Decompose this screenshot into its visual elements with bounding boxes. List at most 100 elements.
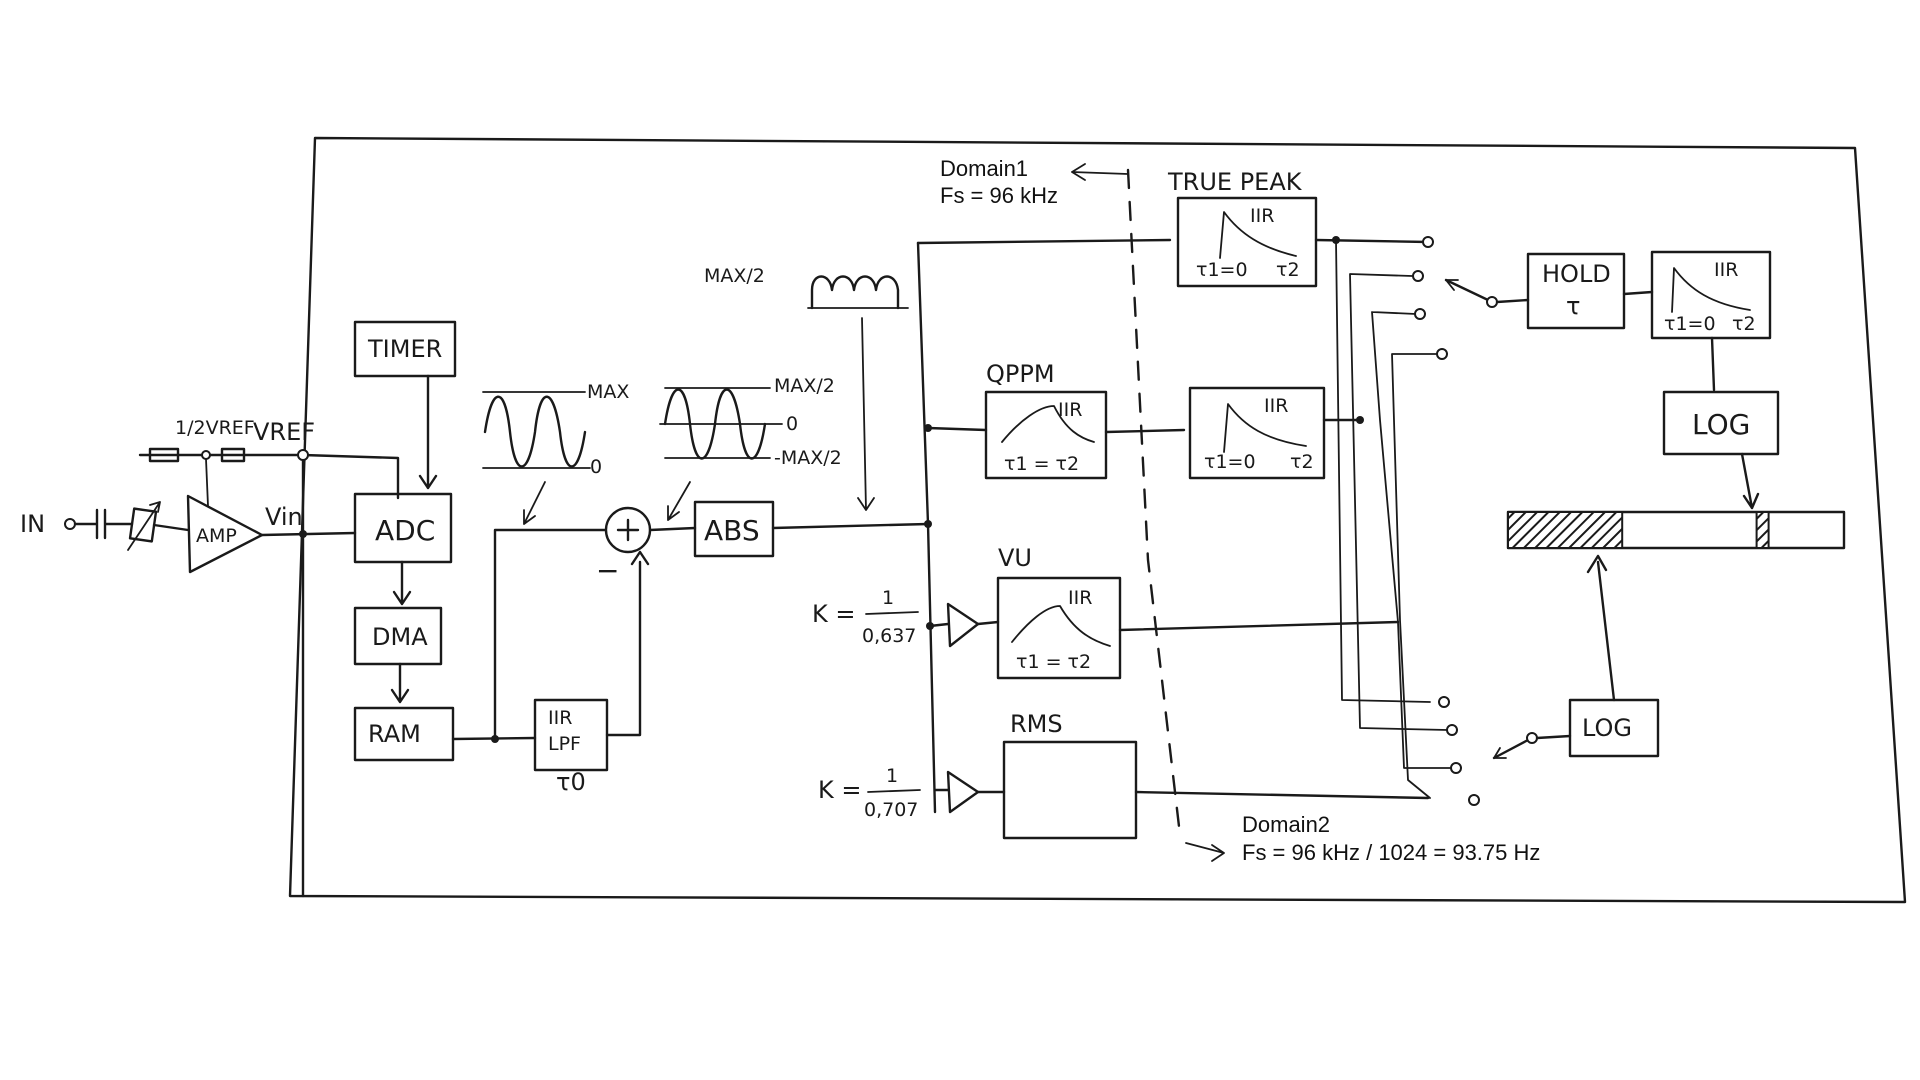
hold-block	[1526, 252, 1626, 330]
sel-bottom-terminal-3	[1450, 762, 1462, 774]
wave1-arrow	[523, 481, 546, 525]
amp-output-wire	[260, 531, 357, 537]
sel-top-common-terminal	[1486, 296, 1498, 308]
sel-top-terminal-4	[1436, 348, 1448, 360]
log-peak-to-meter-arrow	[1740, 452, 1760, 510]
route-vu	[1371, 311, 1451, 769]
log-level-label: LOG	[1582, 714, 1632, 742]
qppm-block	[984, 390, 1108, 480]
qppm-peak-output-node	[1356, 416, 1364, 424]
vu-title: VU	[998, 544, 1032, 572]
domain2-fs: Fs = 96 kHz / 1024 = 93.75 Hz	[1242, 840, 1540, 865]
domain1-fs: Fs = 96 kHz	[940, 183, 1058, 208]
k-vu-fraction-bar	[865, 611, 919, 615]
hold-iir-tau2-label: τ2	[1732, 313, 1756, 335]
adc-to-dma-arrow	[392, 560, 412, 606]
bus-to-truepeak-wire	[916, 238, 1172, 245]
wave3-rectified	[810, 275, 900, 310]
rms-gain-triangle	[946, 770, 980, 814]
input-label: IN	[20, 510, 45, 538]
k-vu-denominator: 0,637	[862, 625, 916, 647]
wave1-zero-label: 0	[590, 456, 602, 478]
sel-bottom-common-terminal	[1526, 732, 1538, 744]
true-peak-tau1-label: τ1=0	[1196, 259, 1248, 281]
qppm-output-wire	[1104, 428, 1186, 434]
vref-mid-node	[201, 450, 211, 460]
adc-label: ADC	[375, 514, 435, 547]
wave1-max-label: MAX	[587, 381, 629, 403]
wave1-sine	[483, 395, 587, 468]
vref-bias-wire	[205, 458, 209, 507]
hold-iir-curve	[1671, 267, 1751, 313]
qppm-peak-tau1-label: τ1=0	[1204, 451, 1256, 473]
wave3-max-half-label: MAX/2	[704, 265, 765, 287]
vref-label: VREF	[253, 418, 315, 446]
vref-node	[297, 449, 309, 461]
k-rms-denominator: 0,707	[864, 799, 918, 821]
domain2-arrow	[1185, 842, 1225, 862]
qppm-title: QPPM	[986, 360, 1055, 388]
tau0-label: τ0	[556, 768, 586, 796]
wave2-arrow	[667, 481, 691, 521]
sel-top-switch-arrow	[1445, 279, 1459, 291]
wave2-neg-max-half-label: -MAX/2	[774, 447, 842, 469]
wave3-arrow	[857, 317, 875, 511]
hold-iir-to-log-wire	[1710, 336, 1716, 392]
k-rms-fraction-bar	[867, 789, 921, 793]
amp-triangle	[186, 494, 264, 574]
sel-bottom-to-log-wire	[1535, 734, 1572, 740]
sel-bottom-terminal-4	[1468, 794, 1480, 806]
summing-plus	[616, 518, 640, 542]
iir-lpf-label-1: IIR	[548, 707, 572, 729]
true-peak-block	[1176, 196, 1318, 288]
vu-gain-output	[976, 620, 1000, 626]
qppm-iir-label: IIR	[1058, 399, 1082, 421]
dma-to-ram-arrow	[390, 662, 410, 704]
hold-iir-tau1-label: τ1=0	[1664, 313, 1716, 335]
rms-output-wire	[1134, 790, 1430, 800]
sel-bottom-switch-arrow	[1493, 747, 1507, 759]
wave2-zero-label: 0	[786, 413, 798, 435]
qppm-peak-tau2-label: τ2	[1290, 451, 1314, 473]
k-rms-label: K =	[818, 776, 861, 804]
sel-top-terminal-2	[1412, 270, 1424, 282]
input-potentiometer	[128, 507, 158, 543]
vu-iir-label: IIR	[1068, 587, 1092, 609]
bus-to-qppm-wire	[926, 426, 988, 432]
amp-label: AMP	[196, 525, 237, 547]
dma-label: DMA	[372, 623, 428, 651]
pot-to-amp-wire	[152, 523, 190, 532]
hold-tau-label: τ	[1566, 292, 1580, 320]
vu-block	[996, 576, 1122, 680]
hold-iir-label: IIR	[1714, 259, 1738, 281]
vu-iir-curve	[1011, 605, 1111, 647]
pot-arrow	[127, 501, 161, 551]
sel-top-terminal-3	[1414, 308, 1426, 320]
qppm-peak-iir-label: IIR	[1264, 395, 1288, 417]
qppm-peak-iir-block	[1188, 386, 1326, 480]
minus-sign: −	[596, 554, 619, 587]
domain1-arrow	[1071, 163, 1129, 181]
sel-top-switch-arm	[1444, 278, 1490, 302]
bar-meter-peak-hold	[1755, 511, 1770, 549]
true-peak-tau2-label: τ2	[1276, 259, 1300, 281]
timer-to-adc-arrow	[418, 374, 438, 490]
abs-output-wire	[771, 522, 930, 530]
vref-resistor-2	[220, 447, 246, 463]
route-qppm	[1349, 273, 1449, 731]
hold-label: HOLD	[1542, 260, 1611, 288]
board-frame	[288, 136, 1907, 904]
domain2-name: Domain2	[1242, 812, 1330, 837]
true-peak-title: TRUE PEAK	[1167, 168, 1303, 196]
true-peak-iir-curve	[1219, 211, 1297, 259]
timer-block	[353, 320, 457, 378]
lpf-to-sum-wire	[605, 550, 650, 737]
ram-to-sum-wire	[493, 528, 607, 741]
dma-block	[353, 606, 443, 666]
sel-top-to-hold-wire	[1495, 298, 1530, 304]
hold-to-iir-wire	[1622, 290, 1654, 296]
timer-label: TIMER	[367, 335, 442, 363]
log-block-peak	[1662, 390, 1780, 456]
rms-title: RMS	[1010, 710, 1063, 738]
iir-lpf-label-2: LPF	[548, 733, 581, 755]
